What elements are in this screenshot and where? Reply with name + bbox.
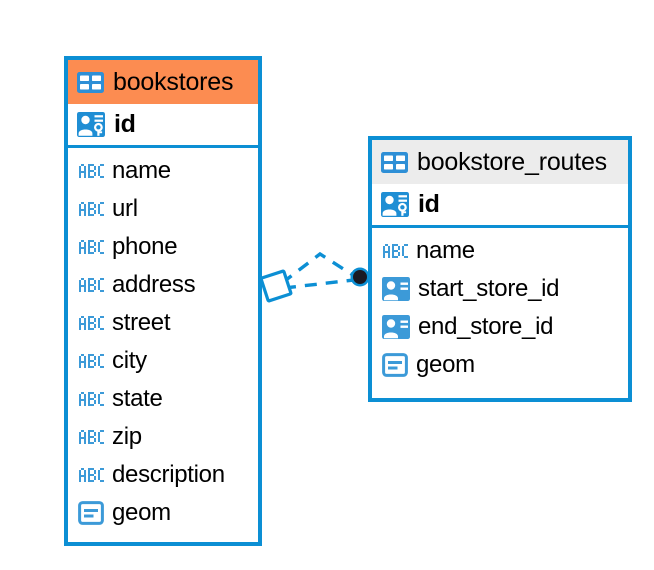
field-row[interactable]: start_store_id bbox=[372, 270, 628, 308]
entity-title: bookstores bbox=[113, 67, 234, 96]
field-label: city bbox=[112, 347, 147, 374]
field-label: end_store_id bbox=[418, 313, 554, 340]
field-label: street bbox=[112, 309, 171, 336]
field-label: description bbox=[112, 461, 225, 488]
table-icon bbox=[381, 151, 408, 173]
abc-text-icon bbox=[78, 468, 104, 482]
abc-text-icon bbox=[382, 244, 408, 258]
field-row[interactable]: geom bbox=[372, 346, 628, 384]
field-label: url bbox=[112, 195, 138, 222]
field-row[interactable]: name bbox=[68, 152, 258, 190]
entity-primary-key-row[interactable]: id bbox=[68, 104, 258, 148]
field-row[interactable]: geom bbox=[68, 494, 258, 532]
relationship-circle-icon bbox=[350, 267, 370, 287]
geometry-icon bbox=[78, 501, 104, 525]
relationship-diamond-icon bbox=[259, 269, 293, 303]
field-label: geom bbox=[416, 351, 475, 378]
geometry-icon bbox=[382, 353, 408, 377]
foreign-key-icon bbox=[382, 315, 410, 339]
field-row[interactable]: url bbox=[68, 190, 258, 228]
field-label: geom bbox=[112, 499, 171, 526]
entity-field-list: name start_store_id bbox=[372, 228, 628, 387]
abc-text-icon bbox=[78, 392, 104, 406]
primary-key-label: id bbox=[114, 110, 136, 138]
abc-text-icon bbox=[78, 354, 104, 368]
field-row[interactable]: state bbox=[68, 380, 258, 418]
primary-key-icon bbox=[77, 111, 105, 138]
entity-title: bookstore_routes bbox=[417, 147, 607, 176]
field-row[interactable]: phone bbox=[68, 228, 258, 266]
table-icon bbox=[77, 71, 104, 93]
field-label: phone bbox=[112, 233, 178, 260]
field-label: state bbox=[112, 385, 163, 412]
entity-primary-key-row[interactable]: id bbox=[372, 184, 628, 228]
abc-text-icon bbox=[78, 202, 104, 216]
relationship-line-lower bbox=[283, 278, 355, 290]
abc-text-icon bbox=[78, 278, 104, 292]
primary-key-label: id bbox=[418, 190, 440, 218]
field-label: start_store_id bbox=[418, 275, 560, 302]
field-row[interactable]: street bbox=[68, 304, 258, 342]
field-row[interactable]: city bbox=[68, 342, 258, 380]
relationship-line-upper bbox=[280, 251, 357, 285]
field-row[interactable]: address bbox=[68, 266, 258, 304]
primary-key-icon bbox=[381, 191, 409, 218]
field-label: name bbox=[416, 237, 475, 264]
abc-text-icon bbox=[78, 240, 104, 254]
field-row[interactable]: description bbox=[68, 456, 258, 494]
entity-bookstore-routes[interactable]: bookstore_routes id bbox=[368, 136, 632, 402]
field-label: address bbox=[112, 271, 196, 298]
field-row[interactable]: end_store_id bbox=[372, 308, 628, 346]
abc-text-icon bbox=[78, 164, 104, 178]
entity-bookstores[interactable]: bookstores id bbox=[64, 56, 262, 546]
field-label: name bbox=[112, 157, 171, 184]
entity-header-bookstores[interactable]: bookstores bbox=[68, 60, 258, 104]
field-row[interactable]: zip bbox=[68, 418, 258, 456]
foreign-key-icon bbox=[382, 277, 410, 301]
abc-text-icon bbox=[78, 430, 104, 444]
entity-header-bookstore-routes[interactable]: bookstore_routes bbox=[372, 140, 628, 184]
abc-text-icon bbox=[78, 316, 104, 330]
field-label: zip bbox=[112, 423, 142, 450]
field-row[interactable]: name bbox=[372, 232, 628, 270]
entity-field-list: name url bbox=[68, 148, 258, 535]
